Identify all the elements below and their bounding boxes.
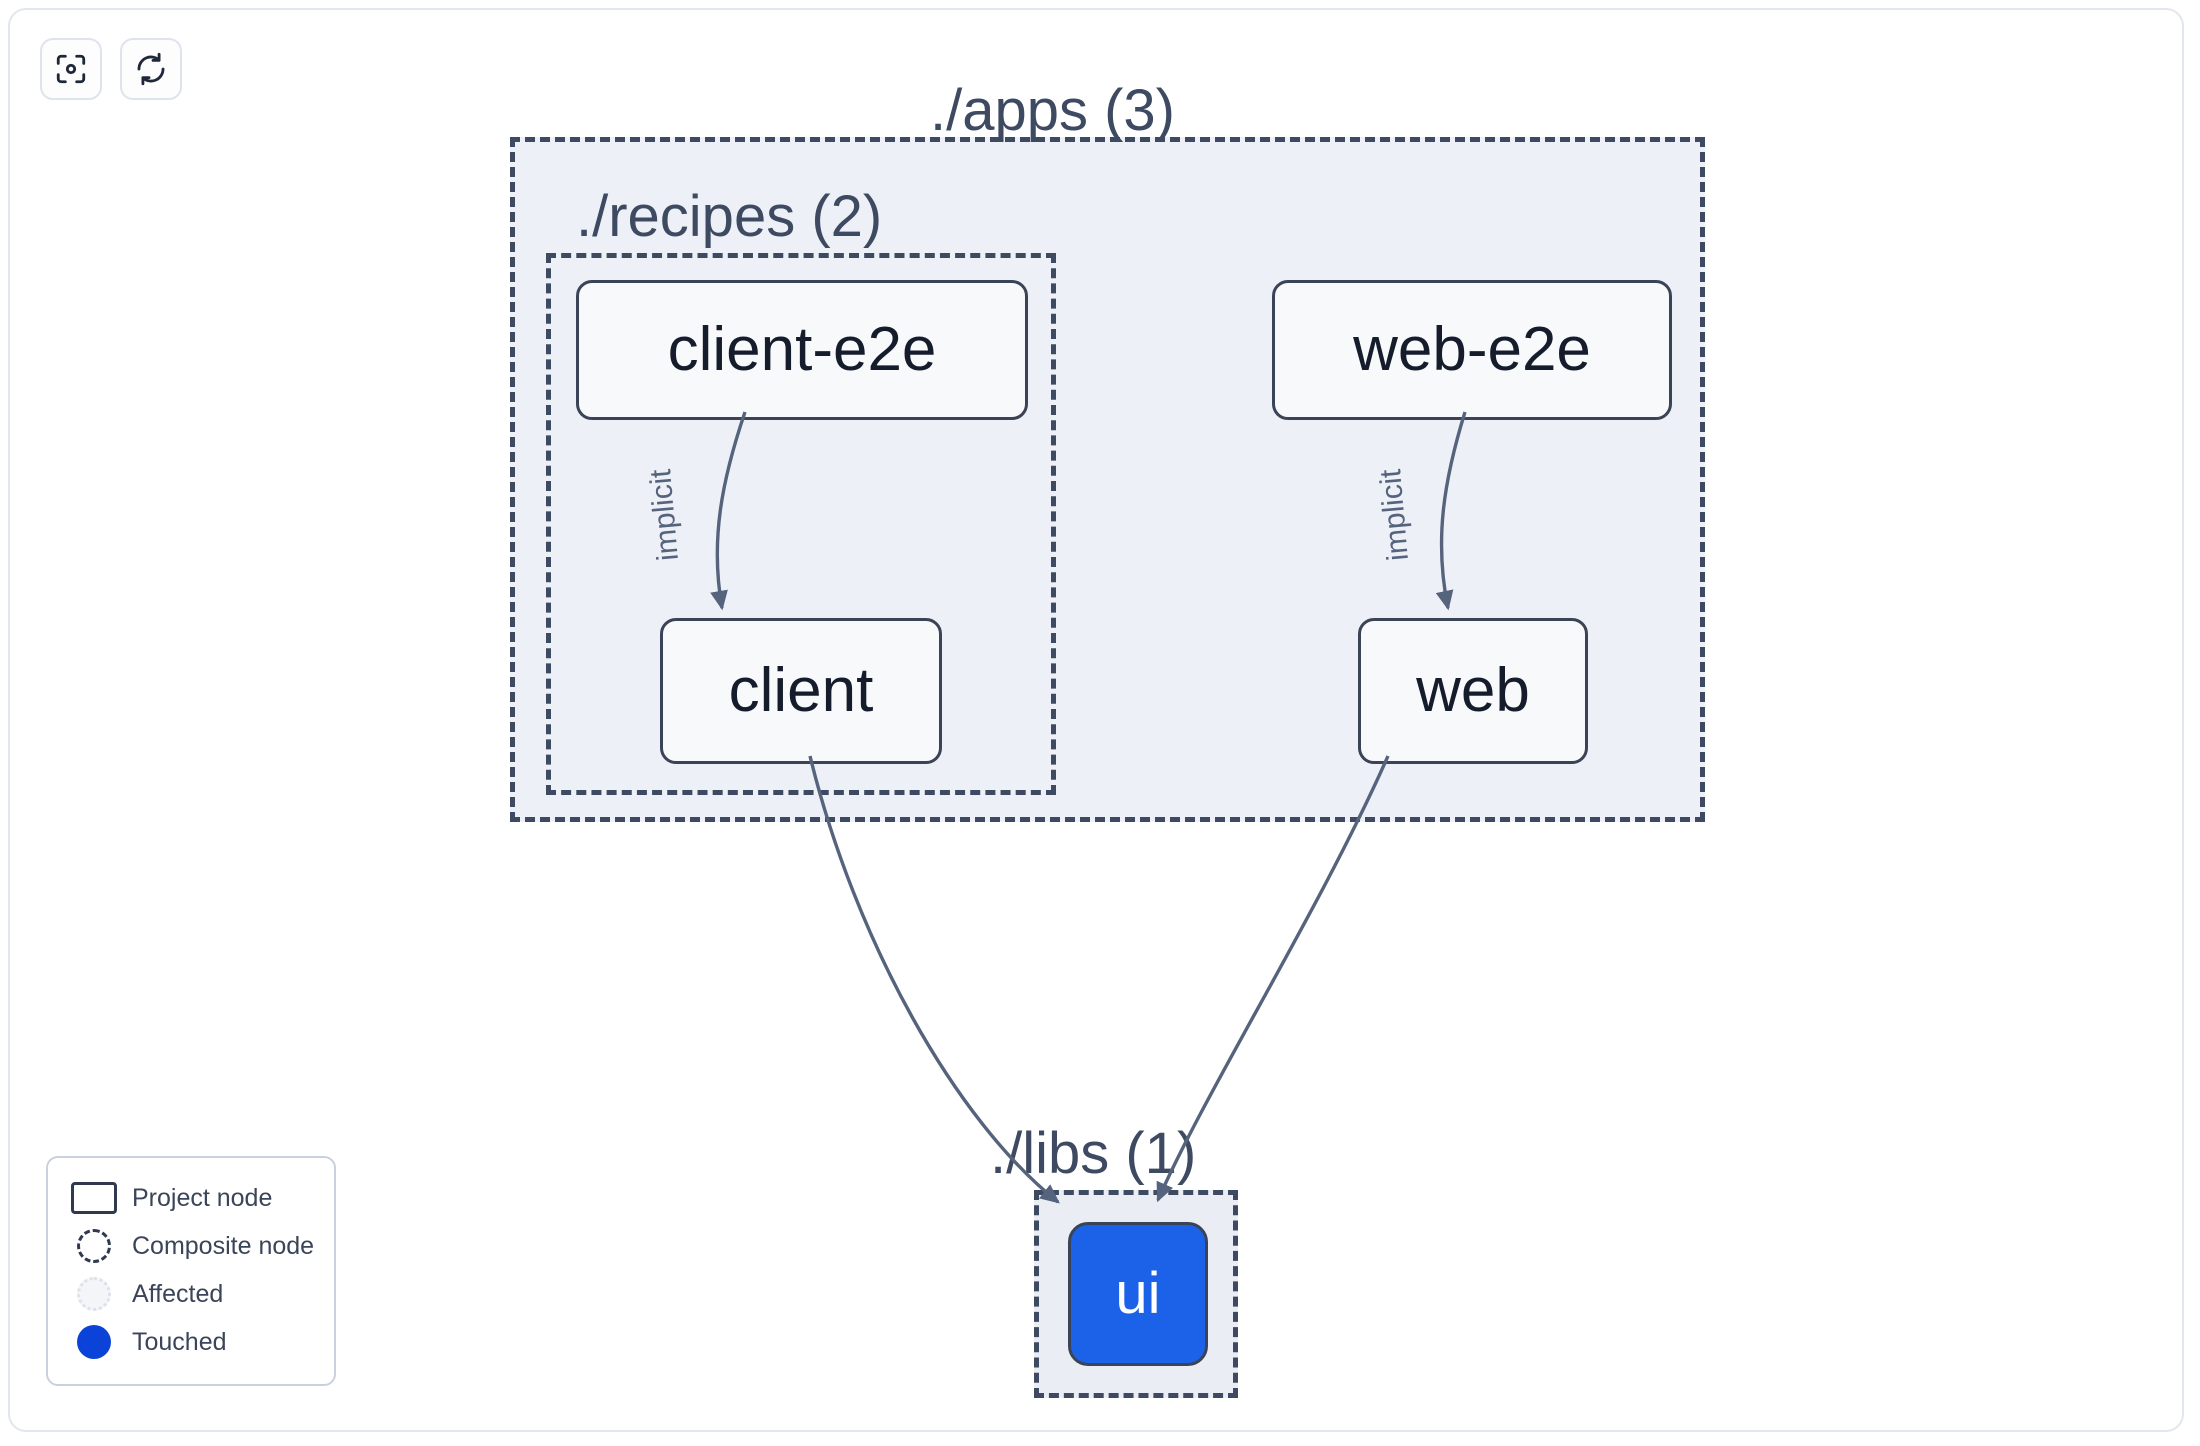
- refresh-graph-button[interactable]: [120, 38, 182, 100]
- edge-label-web-e2e-web: implicit: [1374, 467, 1415, 563]
- legend-label-composite-node: Composite node: [132, 1231, 315, 1260]
- project-node-swatch-icon: [66, 1182, 122, 1214]
- legend-item-composite-node: Composite node: [66, 1222, 316, 1270]
- graph-toolbar: [40, 38, 182, 100]
- composite-group-apps-label: ./apps (3): [930, 78, 1175, 143]
- focus-graph-button[interactable]: [40, 38, 102, 100]
- graph-legend: Project node Composite node Affected Tou…: [46, 1156, 336, 1386]
- project-node-client-e2e[interactable]: client-e2e: [576, 280, 1028, 420]
- refresh-sync-icon: [134, 52, 168, 86]
- project-node-client[interactable]: client: [660, 618, 942, 764]
- project-node-ui[interactable]: ui: [1068, 1222, 1208, 1366]
- composite-group-recipes[interactable]: [546, 253, 1056, 795]
- legend-item-touched: Touched: [66, 1318, 316, 1366]
- legend-item-project-node: Project node: [66, 1174, 316, 1222]
- project-node-web-e2e[interactable]: web-e2e: [1272, 280, 1672, 420]
- legend-item-affected: Affected: [66, 1270, 316, 1318]
- legend-label-touched: Touched: [132, 1327, 227, 1356]
- project-graph-frame: ./apps (3) ./recipes (2) ./libs (1) clie…: [8, 8, 2184, 1432]
- touched-swatch-icon: [66, 1325, 122, 1359]
- legend-label-project-node: Project node: [132, 1183, 273, 1212]
- composite-group-recipes-label: ./recipes (2): [576, 184, 883, 249]
- project-node-web[interactable]: web: [1358, 618, 1588, 764]
- graph-canvas[interactable]: ./apps (3) ./recipes (2) ./libs (1) clie…: [10, 10, 2182, 1430]
- composite-node-swatch-icon: [66, 1229, 122, 1263]
- affected-swatch-icon: [66, 1277, 122, 1311]
- composite-group-libs-label: ./libs (1): [990, 1121, 1197, 1186]
- focus-target-icon: [54, 52, 88, 86]
- edge-label-client-e2e-client: implicit: [644, 467, 685, 563]
- legend-label-affected: Affected: [132, 1279, 224, 1308]
